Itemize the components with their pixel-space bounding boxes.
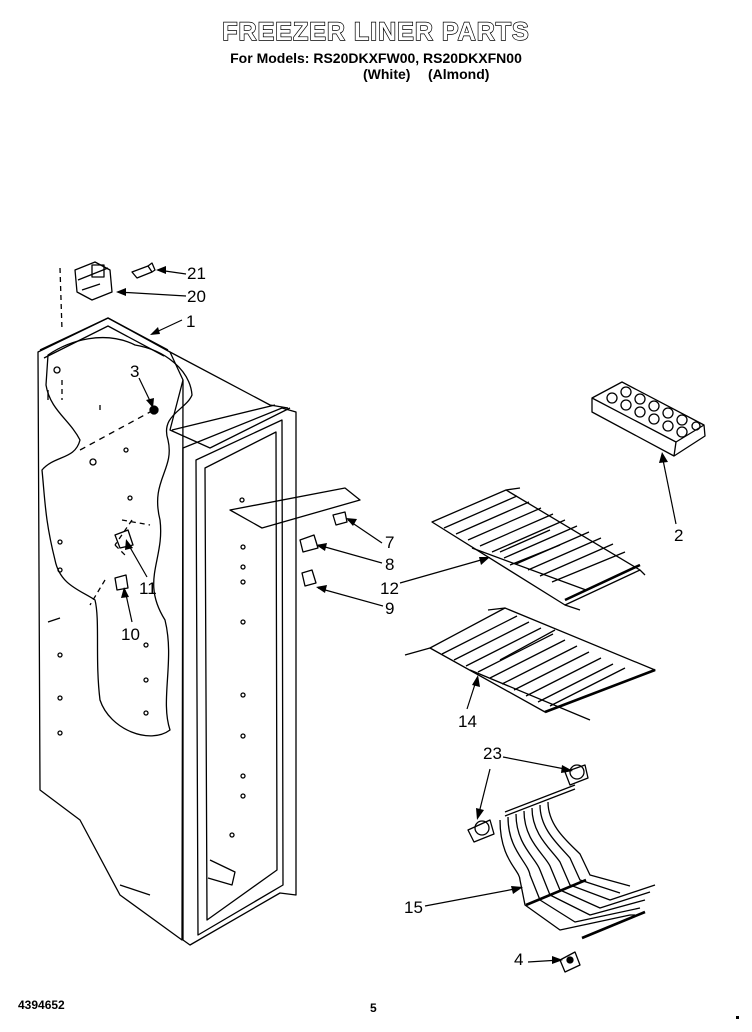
callout-11: 11 [139, 579, 157, 598]
callout-2: 2 [674, 526, 683, 545]
screw-21-drawing [131, 262, 156, 279]
rack-15-drawing [467, 764, 656, 973]
color-white-label: (White) [363, 66, 411, 82]
callout-8: 8 [385, 555, 394, 574]
callout-14: 14 [458, 712, 477, 731]
shelf-14-drawing [404, 607, 656, 721]
models-line: For Models: RS20DKXFW00, RS20DKXFN00 [230, 50, 522, 66]
callout-15: 15 [404, 898, 423, 917]
freezer-liner-drawing [37, 267, 297, 946]
callout-23: 23 [483, 744, 502, 763]
callout-7: 7 [385, 533, 394, 552]
corner-mark [736, 1016, 739, 1019]
callout-4: 4 [514, 950, 523, 969]
color-almond-label: (Almond) [428, 66, 490, 82]
arrowheads [116, 266, 668, 964]
bracket-20-drawing [74, 261, 113, 301]
shelf-clip-drawings [229, 487, 361, 587]
ice-tray-drawing [591, 381, 706, 457]
callout-12: 12 [380, 579, 399, 598]
document-part-number: 4394652 [18, 998, 65, 1012]
leader-lines [117, 269, 677, 963]
callout-1: 1 [186, 312, 195, 331]
callout-21: 21 [187, 264, 206, 283]
callout-20: 20 [187, 287, 206, 306]
page-title: FREEZER LINER PARTS [222, 17, 530, 46]
page-number: 5 [370, 1001, 377, 1015]
callout-9: 9 [385, 599, 394, 618]
callout-10: 10 [121, 625, 140, 644]
shelf-12-drawing [431, 487, 646, 611]
callout-3: 3 [130, 362, 139, 381]
